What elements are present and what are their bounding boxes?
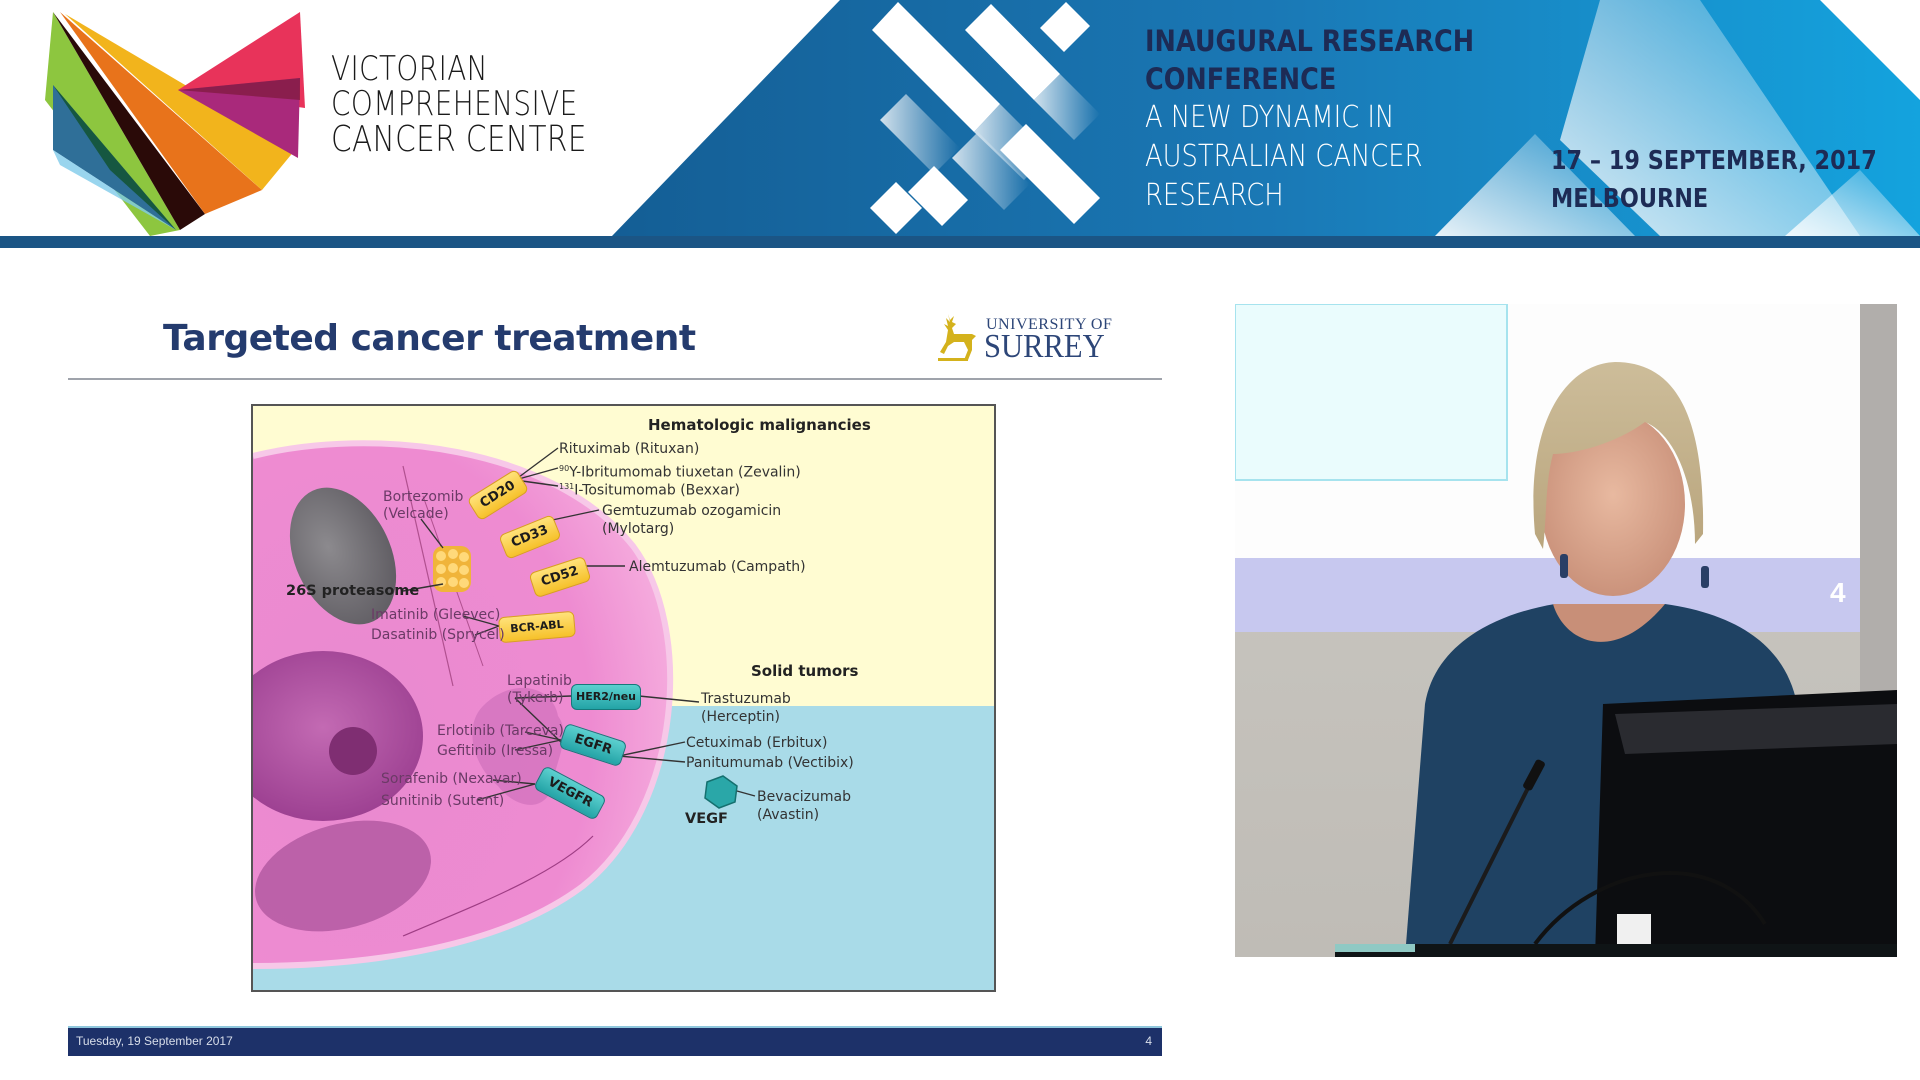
drug-trastuzumab-line-2: (Herceptin) [701, 709, 780, 725]
targeted-therapy-diagram: Hematologic malignancies Solid tumors CD… [251, 404, 996, 992]
drug-bortezomib-line-1: Bortezomib [383, 489, 464, 505]
stag-icon [938, 314, 976, 361]
drug-dasatinib: Dasatinib (Sprycel) [371, 627, 505, 643]
drug-erlotinib: Erlotinib (Tarceva) [437, 723, 564, 739]
section-label-solid-tumors: Solid tumors [751, 662, 859, 680]
drug-lapatinib-line-2: (Tykerb) [507, 690, 564, 706]
drug-bevacizumab-line-1: Bevacizumab [757, 789, 851, 805]
slide-footer-date: Tuesday, 19 September 2017 [76, 1034, 233, 1048]
target-26s-proteasome: 26S proteasome [286, 583, 420, 599]
drug-imatinib: Imatinib (Gleevec) [371, 607, 501, 623]
slide-footer-bar: Tuesday, 19 September 2017 4 [68, 1026, 1162, 1056]
isotope-superscript: 90 [559, 464, 570, 473]
drug-bortezomib-line-2: (Velcade) [383, 506, 449, 522]
section-label-hematologic: Hematologic malignancies [648, 416, 871, 434]
vegf-icon [704, 775, 738, 809]
vccc-org-name: VICTORIAN COMPREHENSIVE CANCER CENTRE [331, 49, 643, 160]
conference-dates: 17 – 19 SEPTEMBER, 2017 [1551, 146, 1877, 176]
projected-page-number: 4 [1830, 577, 1846, 608]
org-name-line-1: VICTORIAN [331, 49, 488, 89]
org-name-line-3: CANCER CENTRE [331, 119, 587, 160]
conference-title: INAUGURAL RESEARCH CONFERENCE [1145, 22, 1474, 98]
isotope-superscript: 131 [559, 482, 575, 491]
speaker-video-feed: 4 [1235, 304, 1897, 957]
drug-tositumomab: 131I-Tositumomab (Bexxar) [559, 478, 740, 500]
drug-gefitinib: Gefitinib (Iressa) [437, 743, 554, 759]
vccc-logo-icon [45, 12, 305, 236]
university-of-surrey-logo: UNIVERSITY OF SURREY [934, 308, 1194, 368]
slide-title-divider [68, 378, 1162, 380]
org-name-line-2: COMPREHENSIVE [331, 84, 578, 124]
drug-panitumumab: Panitumumab (Vectibix) [686, 755, 854, 771]
conference-subtitle-line-3: RESEARCH [1145, 178, 1284, 213]
drug-rituximab: Rituximab (Rituxan) [559, 441, 700, 457]
drug-gemtuzumab-line-1: Gemtuzumab ozogamicin [602, 503, 782, 519]
conference-subtitle: A NEW DYNAMIC IN AUSTRALIAN CANCER RESEA… [1145, 98, 1423, 215]
conference-title-line-1: INAUGURAL RESEARCH [1145, 24, 1475, 58]
proteasome-icon [433, 546, 471, 592]
conference-location: MELBOURNE [1551, 184, 1709, 214]
banner-background-graphic [45, 0, 1920, 236]
drug-gemtuzumab-line-2: (Mylotarg) [602, 521, 675, 537]
drug-bevacizumab-line-2: (Avastin) [757, 807, 820, 823]
drug-ibritumomab: 90Y-Ibritumomab tiuxetan (Zevalin) [559, 460, 801, 482]
presentation-slide: Targeted cancer treatment UNIVERSITY OF … [68, 300, 1162, 1060]
drug-tositumomab-name: I-Tositumomab (Bexxar) [574, 482, 741, 499]
conference-subtitle-line-2: AUSTRALIAN CANCER [1145, 139, 1423, 174]
conference-subtitle-line-1: A NEW DYNAMIC IN [1145, 100, 1395, 135]
drug-lapatinib-line-1: Lapatinib [507, 673, 572, 689]
drug-sorafenib: Sorafenib (Nexavar) [381, 771, 522, 787]
banner-bottom-strip [0, 236, 1920, 248]
drug-trastuzumab-line-1: Trastuzumab [701, 691, 791, 707]
surrey-logo-line-1: UNIVERSITY OF [986, 316, 1113, 333]
slide-page-number: 4 [1145, 1034, 1152, 1048]
target-vegf: VEGF [685, 811, 728, 827]
drug-ibritumomab-name: Y-Ibritumomab tiuxetan (Zevalin) [569, 464, 801, 481]
drug-alemtuzumab: Alemtuzumab (Campath) [629, 559, 806, 575]
slide-title: Targeted cancer treatment [163, 318, 696, 359]
speaker-video-frame: 4 [1235, 304, 1897, 957]
conference-date-location: 17 – 19 SEPTEMBER, 2017 MELBOURNE [1551, 142, 1877, 218]
target-her2-neu: HER2/neu [571, 684, 641, 710]
drug-sunitinib: Sunitinib (Sutent) [381, 793, 505, 809]
conference-banner: VICTORIAN COMPREHENSIVE CANCER CENTRE IN… [0, 0, 1920, 248]
surrey-logo-line-2: SURREY [984, 328, 1105, 365]
drug-cetuximab: Cetuximab (Erbitux) [686, 735, 828, 751]
conference-title-line-2: CONFERENCE [1145, 62, 1337, 96]
